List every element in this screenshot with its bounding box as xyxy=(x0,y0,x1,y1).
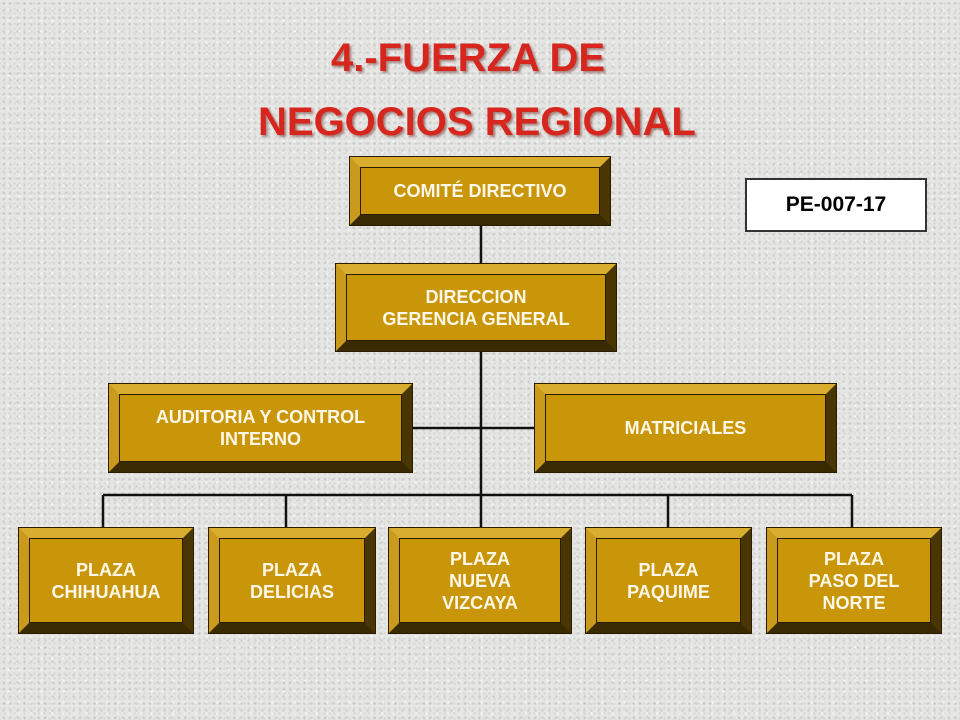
node-plaza-paso-del-norte: PLAZA PASO DEL NORTE xyxy=(766,527,942,634)
node-label: PLAZA DELICIAS xyxy=(249,559,334,602)
node-label: DIRECCION GERENCIA GENERAL xyxy=(382,286,570,329)
node-plaza-delicias: PLAZA DELICIAS xyxy=(208,527,376,634)
node-label: COMITÉ DIRECTIVO xyxy=(393,181,567,201)
node-direccion-gerencia-general: DIRECCION GERENCIA GENERAL xyxy=(335,263,617,352)
node-comite-directivo: COMITÉ DIRECTIVO xyxy=(349,156,611,226)
node-label: PLAZA CHIHUAHUA xyxy=(51,559,161,602)
node-plaza-paquime: PLAZA PAQUIME xyxy=(585,527,752,634)
node-plaza-chihuahua: PLAZA CHIHUAHUA xyxy=(18,527,194,634)
node-label: PLAZA PASO DEL NORTE xyxy=(808,548,900,613)
node-label: MATRICIALES xyxy=(624,418,747,438)
node-plaza-nueva-vizcaya: PLAZA NUEVA VIZCAYA xyxy=(388,527,572,634)
title-line-1: 4.-FUERZA DE xyxy=(331,36,606,80)
node-matriciales: MATRICIALES xyxy=(534,383,837,473)
document-code-box: PE-007-17 xyxy=(745,178,927,232)
node-label: AUDITORIA Y CONTROL INTERNO xyxy=(155,407,366,449)
title-line-2: NEGOCIOS REGIONAL xyxy=(258,100,696,144)
node-auditoria-control-interno: AUDITORIA Y CONTROL INTERNO xyxy=(108,383,413,473)
node-label: PLAZA PAQUIME xyxy=(627,559,710,602)
node-label: PLAZA NUEVA VIZCAYA xyxy=(442,548,518,613)
